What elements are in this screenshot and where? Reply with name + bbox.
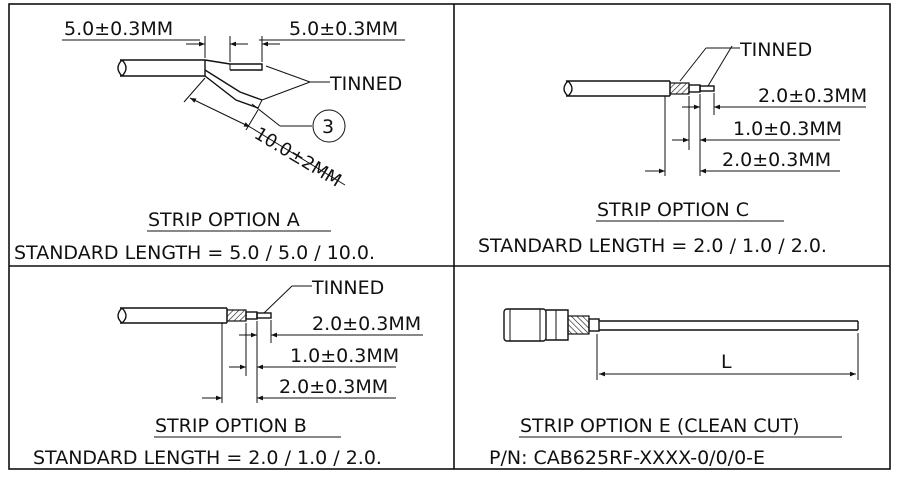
dim-label-b-3: 2.0±0.3MM [279, 376, 388, 398]
title-strip-option-a: STRIP OPTION A [148, 209, 300, 231]
panel-strip-option-a: 5.0±0.3MM 5.0±0.3MM TINNED 3 10.0±2MM ST… [14, 18, 405, 264]
callout-tinned-c: TINNED [679, 39, 812, 87]
dim-label-b-1: 2.0±0.3MM [312, 313, 421, 335]
cable-a [117, 59, 263, 109]
callout-tinned-b: TINNED [263, 277, 384, 314]
cable-b [117, 307, 272, 324]
dim-top-a: 5.0±0.3MM 5.0±0.3MM [62, 18, 405, 62]
callout-label-b: TINNED [311, 277, 384, 299]
dim-label-a-right: 5.0±0.3MM [289, 18, 398, 40]
dims-b: 2.0±0.3MM 1.0±0.3MM 2.0±0.3MM [202, 313, 423, 403]
standard-length-a: STANDARD LENGTH = 5.0 / 5.0 / 10.0. [14, 242, 375, 264]
balloon-3: 3 [251, 103, 346, 143]
dim-label-c-2: 1.0±0.3MM [733, 118, 842, 140]
title-strip-option-b: STRIP OPTION B [155, 415, 307, 437]
panel-strip-option-e: L STRIP OPTION E (CLEAN CUT) P/N: CAB625… [489, 308, 859, 469]
callout-label-c: TINNED [739, 39, 812, 61]
dim-label-b-2: 1.0±0.3MM [290, 345, 399, 367]
panel-strip-option-c: TINNED 2.0±0.3MM 1.0±0.3MM 2.0±0.3MM STR… [478, 39, 867, 257]
dim-label-e: L [721, 351, 732, 373]
balloon-number: 3 [322, 116, 334, 138]
connector-e [503, 308, 859, 342]
dim-diagonal-a: 10.0±2MM [183, 77, 346, 192]
dim-label-c-3: 2.0±0.3MM [722, 149, 831, 171]
cable-c [563, 80, 715, 97]
standard-length-c: STANDARD LENGTH = 2.0 / 1.0 / 2.0. [478, 235, 827, 257]
standard-length-b: STANDARD LENGTH = 2.0 / 1.0 / 2.0. [33, 447, 382, 469]
dim-length-e: L [596, 333, 859, 380]
panel-strip-option-b: TINNED 2.0±0.3MM 1.0±0.3MM 2.0±0.3MM STR… [33, 277, 423, 469]
dims-c: 2.0±0.3MM 1.0±0.3MM 2.0±0.3MM [645, 85, 867, 176]
callout-label-a: TINNED [329, 73, 402, 95]
title-strip-option-e: STRIP OPTION E (CLEAN CUT) [520, 415, 800, 437]
callout-tinned-a: TINNED [261, 65, 402, 101]
part-number-e: P/N: CAB625RF-XXXX-0/0/0-E [489, 447, 765, 469]
table-grid [8, 3, 891, 470]
dim-label-c-1: 2.0±0.3MM [758, 85, 867, 107]
dim-label-a-left: 5.0±0.3MM [64, 18, 173, 40]
title-strip-option-c: STRIP OPTION C [597, 199, 749, 221]
